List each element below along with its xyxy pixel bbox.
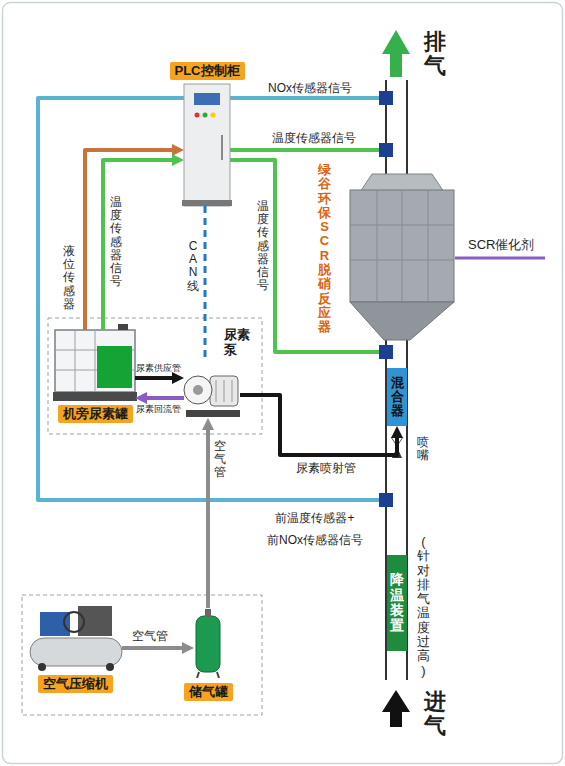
pump-fin: [232, 380, 233, 402]
plc-button: [211, 113, 216, 118]
pipe-label: 尿素喷射管: [296, 460, 356, 477]
plc-cabinet: PLC控制柜: [184, 84, 230, 206]
sensor: [379, 91, 393, 105]
note-label: (针对排气温度过高): [417, 535, 430, 678]
sensor: [379, 493, 393, 507]
reactor-panel: [377, 190, 378, 302]
cooling-label: 降温装置: [390, 572, 404, 634]
urea-pump: 尿素泵: [184, 362, 240, 418]
intake-arrow: [390, 711, 402, 727]
tank-cage: [55, 330, 135, 392]
pump-head: [184, 376, 212, 404]
compressor-wheel: [64, 612, 84, 632]
reactor-hopper: [350, 302, 454, 340]
air-pipe: [206, 424, 210, 608]
urea-tank: 机旁尿素罐: [55, 330, 135, 400]
flow-label: 排气: [424, 30, 446, 78]
pump-title: 尿素泵: [224, 328, 250, 358]
tank-cage: [95, 330, 96, 392]
signal-label: 前温度传感器+ 前NOx传感器信号: [250, 508, 380, 551]
signal-wire: [85, 150, 178, 330]
signal-label: 温度传感器信号: [110, 196, 122, 288]
signal-label: 温度传感器信号: [257, 200, 269, 292]
air-tank: 储气罐: [194, 608, 222, 678]
node-tag: 机旁尿素罐: [58, 405, 133, 423]
signal-wire: [230, 96, 379, 100]
injection-pipe: [240, 395, 397, 455]
air-tank-leg: [217, 672, 219, 678]
tank-cage: [75, 330, 76, 392]
pipe-label: 尿素供应管: [136, 362, 181, 375]
signal-label: 温度传感器信号: [272, 130, 356, 147]
node-tag: 空气压缩机: [38, 675, 113, 693]
pipe-label: 尿素回流管: [136, 403, 181, 416]
tank-cap: [118, 324, 128, 330]
reactor-panel: [350, 260, 454, 261]
group-frame: [22, 595, 262, 715]
part-label: 喷嘴: [417, 436, 429, 462]
plc-cabinet: [184, 84, 230, 206]
air-tank-body: [196, 616, 220, 672]
mixer-box: 混合器: [387, 368, 407, 426]
plc-button: [203, 113, 208, 118]
return-pipe: [141, 396, 184, 400]
air-compressor: 空气压缩机: [28, 605, 122, 670]
pump-head: [193, 385, 203, 395]
pump-fin: [224, 380, 225, 402]
reactor-panel: [428, 190, 429, 302]
node-tag: 储气罐: [184, 683, 233, 701]
reactor-cap: [360, 174, 444, 192]
reactor-panel: [350, 225, 454, 226]
tank-liquid: [97, 346, 132, 388]
plc-plinth: [182, 200, 232, 206]
bus-label: CAN线: [187, 240, 199, 293]
callout-label: SCR催化剂: [468, 236, 534, 254]
leader-line: [455, 257, 545, 260]
plc-screen: [194, 93, 220, 105]
air-tank-valve: [205, 609, 211, 617]
pump-base: [186, 410, 240, 417]
exhaust-arrow: [382, 30, 410, 54]
can-bus: [204, 206, 207, 362]
reactor-body: [350, 190, 454, 302]
pipe-label: 空气管: [132, 628, 168, 645]
mixer-label: 混合器: [391, 376, 404, 419]
tank-pallet: [53, 392, 137, 401]
node-tag: PLC控制柜: [170, 62, 245, 80]
pipe-label: 空气管: [214, 440, 226, 480]
reactor-title: 绿谷环保SCR脱硝反应器: [318, 163, 331, 335]
plc-button: [195, 113, 200, 118]
compressor-tank: [30, 638, 122, 666]
sensor: [379, 345, 393, 359]
compressor-wheel: [38, 663, 46, 671]
signal-wire: [103, 160, 178, 330]
sensor: [379, 143, 393, 157]
group-frame: [48, 318, 262, 434]
air-tank-leg: [197, 672, 199, 678]
signal-wire: [230, 148, 379, 152]
compressor-wheel: [106, 663, 114, 671]
flow-label: 进气: [424, 690, 446, 738]
signal-label: NOx传感器信号: [268, 80, 352, 97]
pump-motor: [210, 376, 238, 406]
reactor-panel: [402, 190, 403, 302]
page-frame: [3, 3, 563, 764]
intake-arrow: [382, 690, 410, 712]
signal-label: 液位传感器: [63, 245, 75, 311]
urea-pipe: [135, 376, 178, 380]
plc-handle: [221, 135, 223, 160]
scr-reactor: 绿谷环保SCR脱硝反应器: [345, 172, 457, 340]
exhaust-arrow: [390, 53, 402, 77]
pump-fin: [216, 380, 217, 402]
air-pipe: [122, 646, 188, 650]
cooling-box: 降温装置: [387, 555, 407, 651]
